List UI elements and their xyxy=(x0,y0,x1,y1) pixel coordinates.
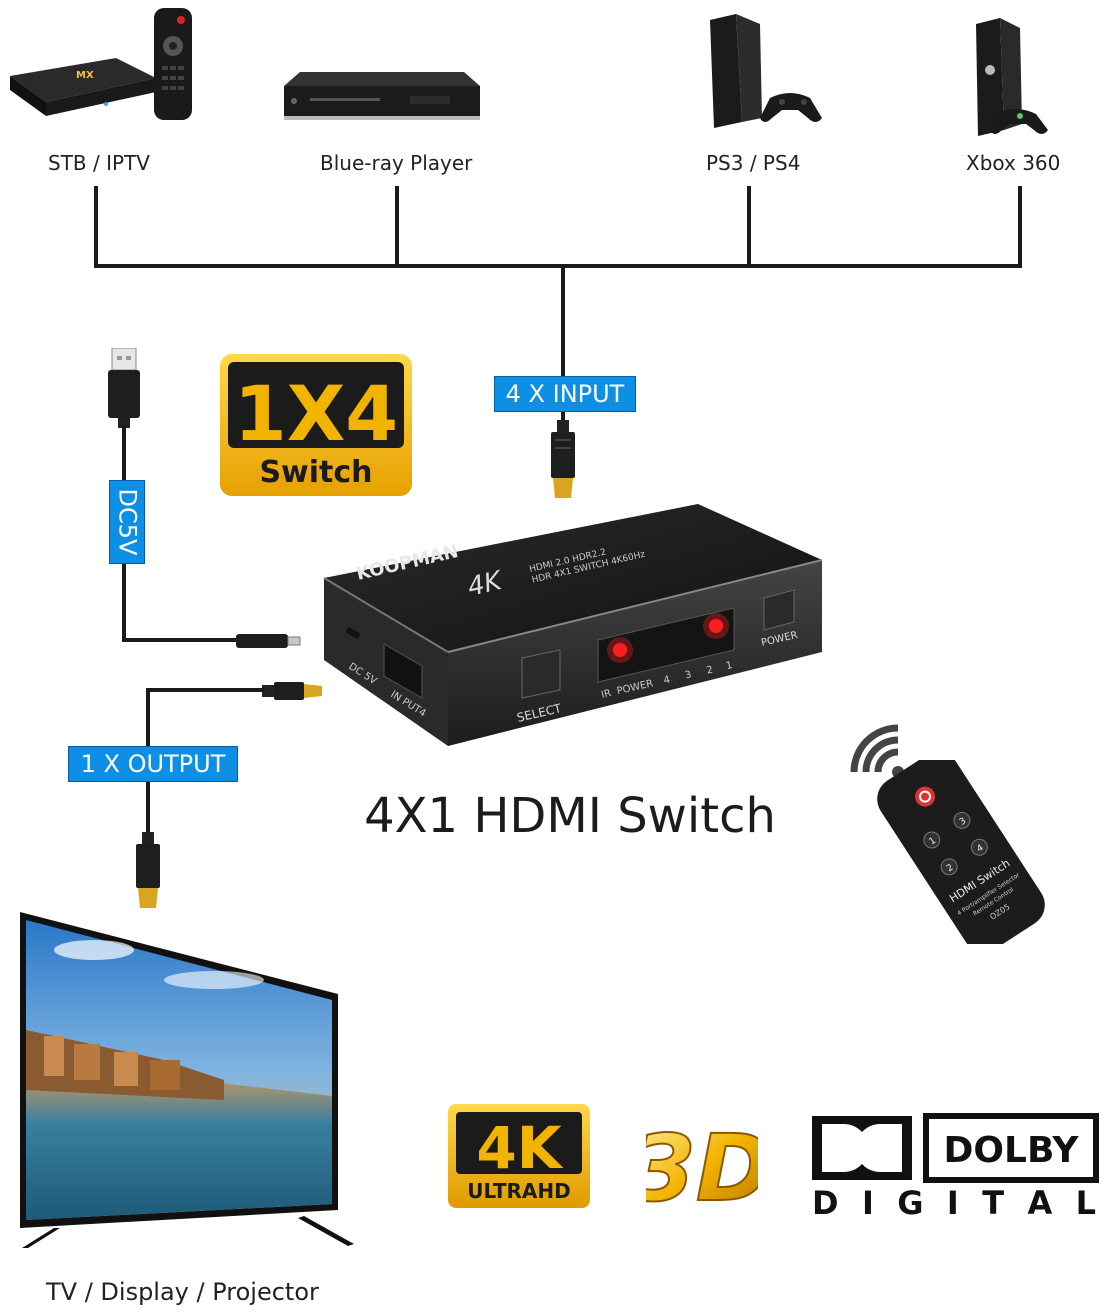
badge-4k-ultrahd: 4K ULTRAHD xyxy=(448,1104,590,1208)
digital-text: D I G I T A L xyxy=(812,1184,1096,1220)
output-wire-horizontal xyxy=(146,688,264,692)
ps4-console-icon xyxy=(710,14,822,128)
remote-button-3: 3 xyxy=(958,816,968,828)
hdmi-switch-device: KOOPMAN 4K HDMI 2.0 HDR2.2 HDR 4X1 SWITC… xyxy=(323,504,823,746)
diagram-title: 4X1 HDMI Switch xyxy=(364,788,776,844)
remote-button-2: 2 xyxy=(945,863,955,875)
wifi-signal-icon xyxy=(850,724,904,778)
input-count-tag: 4 X INPUT xyxy=(494,376,636,412)
hdmi-input-plug-icon xyxy=(551,420,575,498)
input-label-ps3-ps4: PS3 / PS4 xyxy=(706,151,801,175)
port-led-2: 2 xyxy=(705,664,714,676)
hdmi-output-plug-top-icon xyxy=(262,682,322,700)
remote-button-1: 1 xyxy=(928,836,938,848)
port-led-3: 3 xyxy=(684,669,693,681)
remote-control: 1 3 2 4 HDMI Switch 4 Port/amplifier Sel… xyxy=(877,760,1045,944)
stb-iptv-icon: MX xyxy=(10,8,192,120)
badge-3d: 3D xyxy=(646,1114,758,1214)
badge-switch-text: Switch xyxy=(259,455,372,490)
badge-1x4-text: 1X4 xyxy=(234,369,398,458)
dc5v-tag-text: DC5V xyxy=(113,488,141,556)
port-led-4: 4 xyxy=(663,674,672,686)
badge-ultrahd-text: ULTRAHD xyxy=(467,1179,571,1203)
badge-3d-text: 3D xyxy=(646,1115,758,1214)
input-wire-2 xyxy=(395,186,399,268)
remote-button-4: 4 xyxy=(975,843,985,855)
output-count-tag: 1 X OUTPUT xyxy=(68,746,238,782)
hdmi-output-plug-bottom-icon xyxy=(136,832,160,908)
input-bus-wire xyxy=(94,264,1022,268)
port-led-1: 1 xyxy=(725,660,734,672)
input-wire-3 xyxy=(747,186,751,268)
svg-text:MX: MX xyxy=(76,70,94,81)
badge-dolby-digital: DOLBY D I G I T A L xyxy=(812,1113,1099,1220)
output-device-label: TV / Display / Projector xyxy=(46,1278,319,1306)
ir-label: IR xyxy=(600,688,612,701)
dolby-text: DOLBY xyxy=(944,1130,1080,1171)
input-trunk-wire xyxy=(561,264,565,424)
input-wire-1 xyxy=(94,186,98,268)
input-label-blu-ray: Blue-ray Player xyxy=(320,151,473,175)
micro-usb-plug-icon xyxy=(236,634,301,648)
input-label-xbox-360: Xbox 360 xyxy=(966,151,1061,175)
input-label-stb-iptv: STB / IPTV xyxy=(48,151,150,175)
usb-plug-icon xyxy=(108,348,140,428)
input-wire-4 xyxy=(1018,186,1022,268)
badge-1x4-switch: 1X4 Switch xyxy=(220,354,412,496)
dc-power-wire-horizontal xyxy=(122,638,244,642)
blu-ray-player-icon xyxy=(284,72,480,120)
xbox-360-icon xyxy=(976,18,1048,136)
tv-display-icon xyxy=(20,912,354,1248)
dc5v-tag: DC5V xyxy=(109,480,145,564)
badge-4k-text: 4K xyxy=(476,1114,563,1182)
